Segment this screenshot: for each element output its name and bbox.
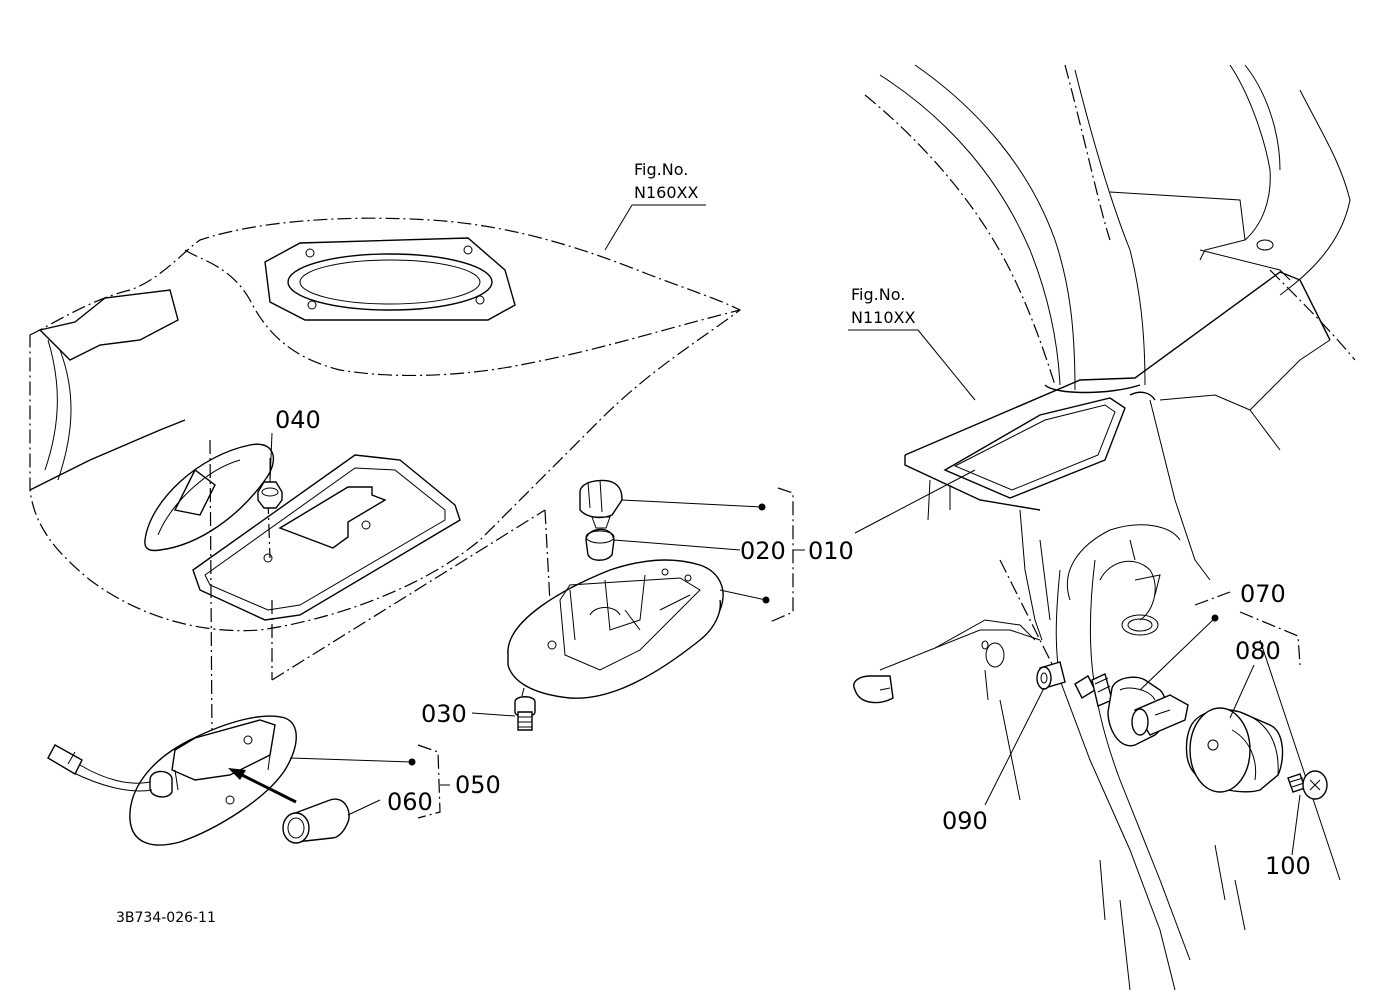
bushing-090 (1036, 661, 1066, 690)
leader-lines (269, 204, 1301, 856)
nut-040 (257, 458, 283, 509)
part-label-070: 070 (1240, 580, 1286, 608)
lens-080 (1185, 707, 1284, 793)
screw-030 (514, 687, 536, 731)
fig-ref-frame-label: Fig.No. (851, 285, 905, 304)
part-label-040: 040 (275, 406, 321, 434)
fig-ref-roof-number: N160XX (634, 183, 698, 202)
fig-ref-frame-number: N110XX (851, 308, 915, 327)
bulb-060 (282, 798, 350, 844)
screw-100 (1287, 770, 1328, 800)
side-lamp-050 (47, 715, 297, 846)
part-label-090: 090 (942, 807, 988, 835)
part-label-080: 080 (1235, 637, 1281, 665)
drawing-code: 3B734-026-11 (116, 910, 216, 926)
part-label-060: 060 (387, 788, 433, 816)
part-label-100: 100 (1265, 852, 1311, 880)
part-label-020: 020 (740, 537, 786, 565)
part-label-010: 010 (808, 537, 854, 565)
lamp-assembly-070 (1074, 673, 1189, 747)
room-lamp-010 (507, 479, 724, 699)
fig-ref-roof-label: Fig.No. (634, 160, 688, 179)
cab-frame (853, 64, 1356, 991)
part-label-030: 030 (421, 700, 467, 728)
roof-panel (29, 217, 742, 741)
part-label-050: 050 (455, 771, 501, 799)
